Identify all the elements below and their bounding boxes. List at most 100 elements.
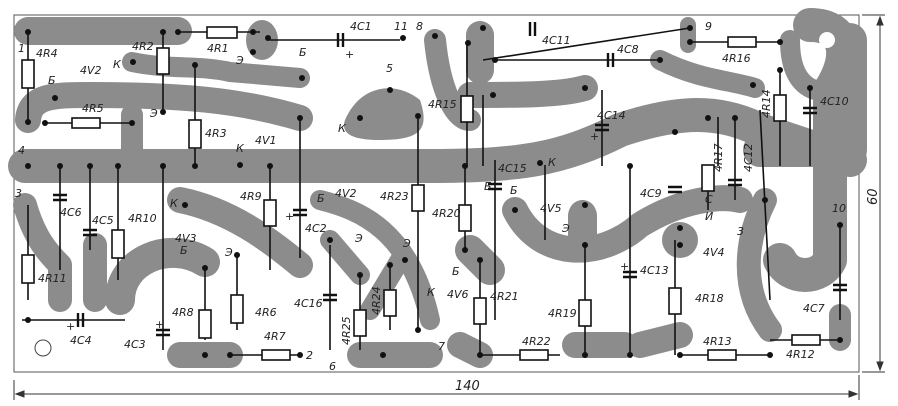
label: 3: [15, 187, 22, 200]
mounting-hole: [819, 32, 835, 48]
label: 4V6: [447, 288, 469, 301]
label: 4V5: [540, 202, 562, 215]
label: Э: [354, 232, 363, 245]
resistor-4R1: [206, 26, 238, 39]
resistor-4R21: [473, 297, 487, 325]
label: 4R24: [370, 286, 383, 315]
label: 4V1: [255, 134, 277, 147]
label: 4R11: [38, 272, 67, 285]
label: 4C3: [124, 338, 146, 351]
capacitor-4C12: [728, 178, 742, 187]
label: 4R7: [264, 330, 286, 343]
capacitor-4C4: [76, 313, 85, 327]
label: С: [705, 193, 713, 206]
label: 8: [416, 20, 423, 33]
resistor-4R11: [21, 254, 35, 284]
label: Б: [452, 265, 460, 278]
resistor-4R25: [353, 309, 367, 337]
resistor-4R15: [460, 95, 474, 123]
label: 10: [832, 202, 846, 215]
label: Б: [484, 180, 492, 193]
resistor-4R20: [458, 204, 472, 232]
resistor-4R19: [578, 299, 592, 327]
label: И: [705, 210, 713, 223]
pads: [25, 25, 843, 358]
label: 4R6: [255, 306, 277, 319]
resistor-4R9: [263, 199, 277, 227]
label: Б: [299, 46, 307, 59]
label: Б: [48, 74, 56, 87]
label: 6: [329, 360, 336, 373]
capacitor-4C7: [833, 283, 847, 292]
dimension-height: 60: [866, 188, 881, 205]
polarity-mark: +: [590, 130, 599, 143]
resistor-4R3: [188, 119, 202, 149]
label: 4C10: [820, 95, 849, 108]
label: 11: [394, 20, 408, 33]
label: 4R22: [522, 335, 551, 348]
label: К: [170, 197, 179, 210]
label: Э: [235, 54, 244, 67]
label: 4C8: [617, 43, 639, 56]
label: К: [338, 122, 347, 135]
label: 4V2: [335, 187, 357, 200]
label: 4R3: [205, 127, 227, 140]
resistor-4R2: [156, 47, 170, 75]
label: 4R10: [128, 212, 157, 225]
capacitor-4C3: [156, 328, 170, 337]
label: 4V3: [175, 232, 197, 245]
capacitor-4C14: [595, 123, 609, 132]
label: 4V2: [80, 64, 102, 77]
label: 7: [438, 340, 445, 353]
label: 4C15: [498, 162, 527, 175]
label: 4R21: [490, 290, 519, 303]
label: Э: [402, 237, 411, 250]
polarity-mark: +: [155, 318, 164, 331]
resistor-4R10: [111, 229, 125, 259]
label: 4V4: [703, 246, 725, 259]
label: 4C7: [803, 302, 825, 315]
label: 4C6: [60, 206, 82, 219]
label: 4C14: [597, 109, 626, 122]
resistor-4R12: [791, 334, 821, 346]
label: Б: [180, 244, 188, 257]
label: 4R18: [695, 292, 724, 305]
polarity-mark: +: [620, 260, 629, 273]
capacitor-4C5: [83, 228, 97, 237]
label: 4: [18, 144, 25, 157]
label: 4R15: [428, 98, 457, 111]
resistor-4R8: [198, 309, 212, 339]
label: Б: [317, 192, 325, 205]
copper-layer: [8, 8, 867, 368]
label: 4C16: [294, 297, 323, 310]
label: 4R8: [172, 306, 194, 319]
label: 4R17: [712, 143, 725, 172]
component-labels: 1 4R4 4R2 4R1 4C1 11 8 4C11 9 4C8 4R16 К…: [15, 20, 849, 373]
label: 4R2: [132, 40, 154, 53]
resistor-4R23: [411, 184, 425, 212]
resistors: [21, 26, 821, 361]
capacitor-4C13: [623, 270, 637, 279]
resistor-4R14: [773, 94, 787, 122]
label: К: [548, 156, 557, 169]
label: 4R23: [380, 190, 409, 203]
capacitor-4C15: [488, 182, 502, 191]
capacitor-4C9: [668, 185, 682, 194]
resistor-4R6: [230, 294, 244, 324]
label: 4R13: [703, 335, 732, 348]
label: 4C4: [70, 334, 92, 347]
label: 4C13: [640, 264, 669, 277]
resistor-4R18: [668, 287, 682, 315]
capacitor-4C1: [336, 33, 345, 47]
capacitor-4C11: [528, 22, 537, 36]
capacitor-4C2: [293, 208, 307, 217]
polarity-mark: +: [345, 48, 354, 61]
dimension-width: 140: [455, 379, 480, 394]
label: 4R1: [207, 42, 229, 55]
capacitor-4C8: [606, 53, 615, 67]
resistor-4R22: [519, 349, 549, 361]
resistor-4R4: [21, 59, 35, 89]
polarity-mark: +: [66, 320, 75, 333]
label: 4C12: [742, 143, 755, 172]
